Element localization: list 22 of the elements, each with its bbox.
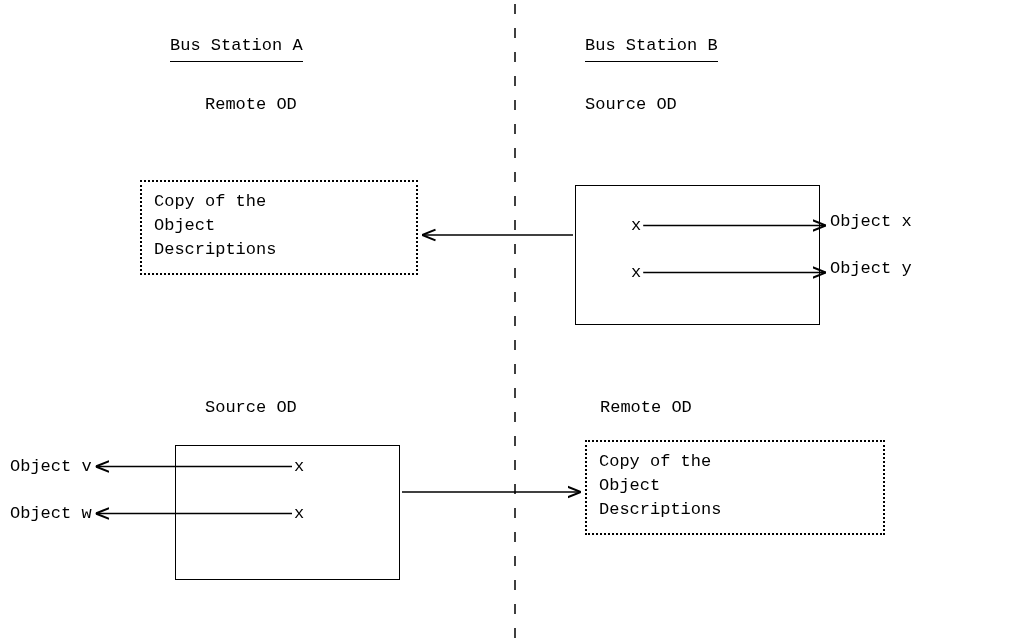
- connector-start-mark: x: [631, 216, 642, 235]
- object-label: Object x: [830, 212, 912, 231]
- connector-start-mark: x: [294, 504, 305, 523]
- box-heading: Source OD: [205, 398, 297, 417]
- box-heading: Remote OD: [205, 95, 297, 114]
- arrow: [421, 228, 574, 242]
- arrow: [401, 485, 582, 499]
- object-label: Object w: [10, 504, 92, 523]
- object-label: Object y: [830, 259, 912, 278]
- arrow: [94, 507, 293, 520]
- station-heading: Bus Station B: [585, 36, 718, 62]
- arrow: [642, 219, 827, 232]
- arrow: [642, 266, 827, 279]
- box-heading: Source OD: [585, 95, 677, 114]
- connector-start-mark: x: [631, 263, 642, 282]
- arrow: [94, 460, 293, 473]
- box-heading: Remote OD: [600, 398, 692, 417]
- box-text: Copy of the Object Descriptions: [154, 191, 278, 261]
- object-label: Object v: [10, 457, 92, 476]
- box-text: Copy of the Object Descriptions: [599, 451, 723, 521]
- connector-start-mark: x: [294, 457, 305, 476]
- station-heading: Bus Station A: [170, 36, 303, 62]
